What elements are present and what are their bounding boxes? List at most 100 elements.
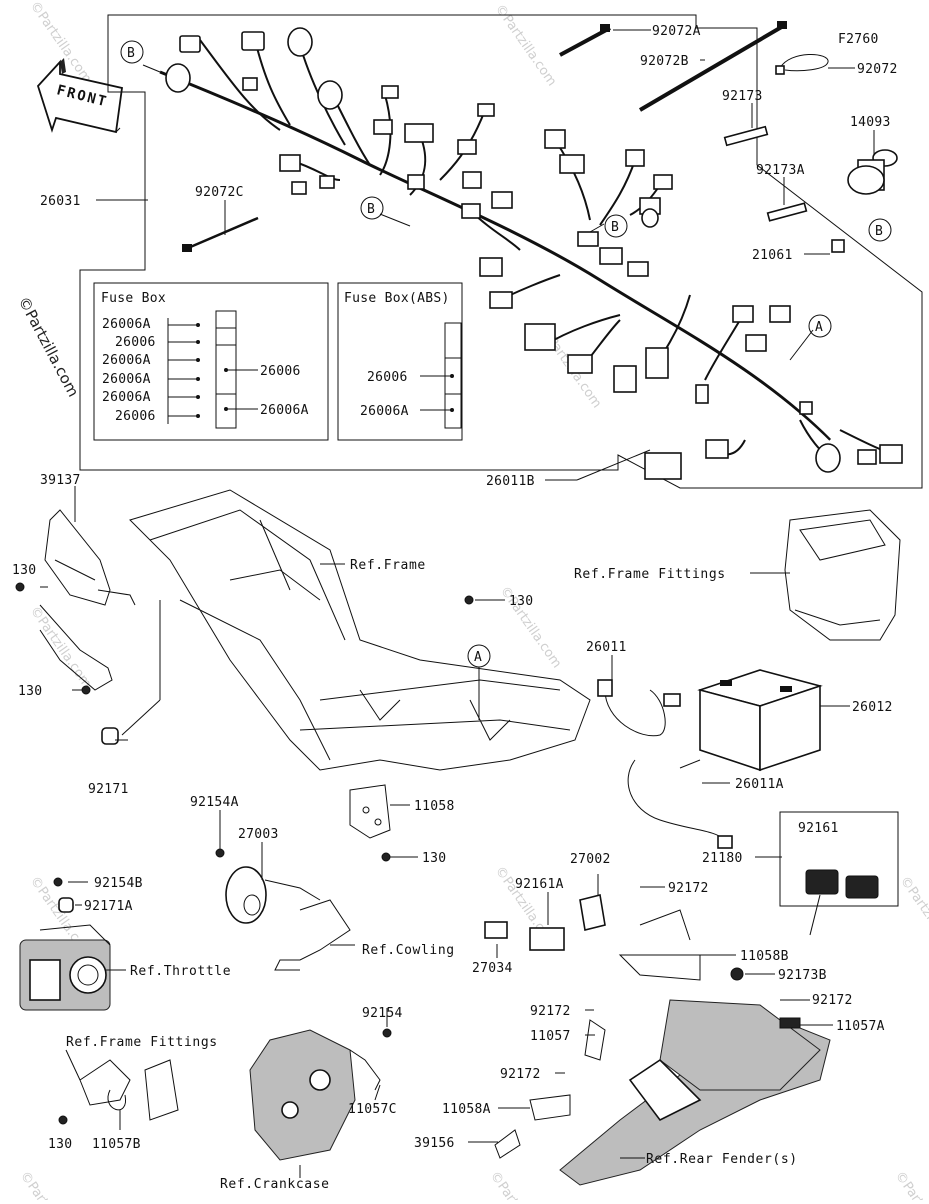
- diagram-code: F2760: [838, 32, 879, 47]
- part-number: 92072A: [652, 24, 701, 39]
- fuse-cap-14093: [847, 149, 898, 195]
- reference-label: Ref.Rear Fender(s): [646, 1152, 798, 1167]
- part-labels: 92072A F2760 92072B 92072 92173 14093 92…: [12, 24, 898, 1152]
- relay-92161a: [529, 927, 565, 951]
- part-number: 130: [422, 851, 446, 866]
- part-number: 21180: [702, 851, 743, 866]
- part-number: 92171A: [84, 899, 133, 914]
- part-number: 11058A: [442, 1102, 491, 1117]
- main-harness-drawing: [159, 27, 903, 480]
- part-number: 92172: [668, 881, 709, 896]
- battery-cables: [597, 679, 733, 849]
- part-number: 92172: [812, 993, 853, 1008]
- part-number: 27034: [472, 961, 513, 976]
- part-number: 21061: [752, 248, 793, 263]
- reference-label: Ref.Frame Fittings: [66, 1035, 218, 1050]
- relay-box: [779, 811, 899, 907]
- side-watermark: ©Partzilla.com: [14, 293, 82, 399]
- fuse-label: 26006A: [102, 372, 151, 387]
- fuse-box-panel: Fuse Box 26006A 26006 26006A 26006A 2600…: [93, 282, 329, 441]
- fuse-label: 26006A: [102, 353, 151, 368]
- fastener-icon: [730, 967, 744, 981]
- bolt-icon: [215, 848, 225, 858]
- callout-b: B: [367, 202, 375, 217]
- part-number: 11058: [414, 799, 455, 814]
- relays-92161: [805, 869, 879, 899]
- part-number: 11057B: [92, 1137, 141, 1152]
- part-number: 92072: [857, 62, 898, 77]
- part-number: 26011B: [486, 474, 535, 489]
- part-number: 130: [12, 563, 36, 578]
- part-number: 92173A: [756, 163, 805, 178]
- reference-labels: Ref.Frame Ref.Frame Fittings Ref.Cowling…: [66, 558, 798, 1192]
- fuse-labels-left: 26006A 26006 26006A 26006A 26006A 26006: [102, 317, 156, 424]
- part-number: 92171: [88, 782, 129, 797]
- bolt-icon: [15, 582, 25, 592]
- reference-label: Ref.Frame Fittings: [574, 567, 726, 582]
- watermark: ©Partzilla.com: [17, 1169, 84, 1200]
- harness-group-outline: [79, 14, 923, 489]
- callout-b: B: [127, 46, 135, 61]
- bracket-11057b: [79, 1059, 179, 1121]
- bolt-icon: [81, 685, 91, 695]
- part-number: 92154B: [94, 876, 143, 891]
- fuse-label: 26006A: [102, 317, 151, 332]
- battery-26012: [697, 669, 823, 772]
- battery-tray: [784, 509, 901, 641]
- reference-label: Ref.Frame: [350, 558, 426, 573]
- reference-label: Ref.Throttle: [130, 964, 231, 979]
- bolt-icon: [382, 1028, 392, 1038]
- part-number: 27003: [238, 827, 279, 842]
- callout-b: B: [875, 224, 883, 239]
- rear-brackets: [494, 909, 701, 1159]
- frame-drawing: [129, 489, 591, 771]
- watermark: ©Partzilla.com: [27, 604, 94, 691]
- watermark: ©Partzilla.com: [487, 1169, 554, 1200]
- part-number: 130: [18, 684, 42, 699]
- bolt-icon: [381, 852, 391, 862]
- bracket-11057a: [779, 1017, 801, 1029]
- fuse-label: 26006: [367, 370, 408, 385]
- fuse-label: 26006: [115, 409, 156, 424]
- bolt-icon: [58, 1115, 68, 1125]
- part-number: 14093: [850, 115, 891, 130]
- part-number: 92161A: [515, 877, 564, 892]
- part-number: 92072C: [195, 185, 244, 200]
- bracket-11058: [349, 784, 391, 839]
- relay-27002: [579, 894, 606, 931]
- part-number: 26012: [852, 700, 893, 715]
- part-number: 92173B: [778, 968, 827, 983]
- part-number: 92072B: [640, 54, 689, 69]
- fuse-box-abs-panel: Fuse Box(ABS) 26006 26006A: [337, 282, 463, 441]
- fuse-box-title: Fuse Box: [101, 291, 166, 306]
- part-number: 39137: [40, 473, 81, 488]
- callout-a: A: [815, 320, 823, 335]
- part-number: 92161: [798, 821, 839, 836]
- part-number: 11058B: [740, 949, 789, 964]
- watermark: ©Partzilla.com: [892, 1169, 929, 1200]
- part-number: 92172: [500, 1067, 541, 1082]
- part-number: 11057A: [836, 1019, 885, 1034]
- fuse-box-abs-title: Fuse Box(ABS): [344, 291, 450, 306]
- fuse-label: 26006: [115, 335, 156, 350]
- crankcase: [249, 1029, 381, 1161]
- throttle-body: [19, 924, 111, 1011]
- part-number: 92173: [722, 89, 763, 104]
- front-arrow: FRONT: [36, 58, 124, 134]
- part-number: 92172: [530, 1004, 571, 1019]
- fuse-label: 26006A: [102, 390, 151, 405]
- part-number: 26031: [40, 194, 81, 209]
- fuse-label: 26006: [260, 364, 301, 379]
- sensor-92171a: [58, 897, 74, 913]
- watermark: ©Partzilla.com: [897, 874, 929, 961]
- fuse-label: 26006A: [260, 403, 309, 418]
- callout-b: B: [611, 220, 619, 235]
- reference-label: Ref.Crankcase: [220, 1177, 330, 1192]
- bracket-39137: [39, 509, 136, 691]
- part-number: 26011A: [735, 777, 784, 792]
- part-number: 11057C: [348, 1102, 397, 1117]
- horn-bracket: [274, 899, 351, 971]
- horn-27003: [225, 866, 321, 924]
- part-number: 27002: [570, 852, 611, 867]
